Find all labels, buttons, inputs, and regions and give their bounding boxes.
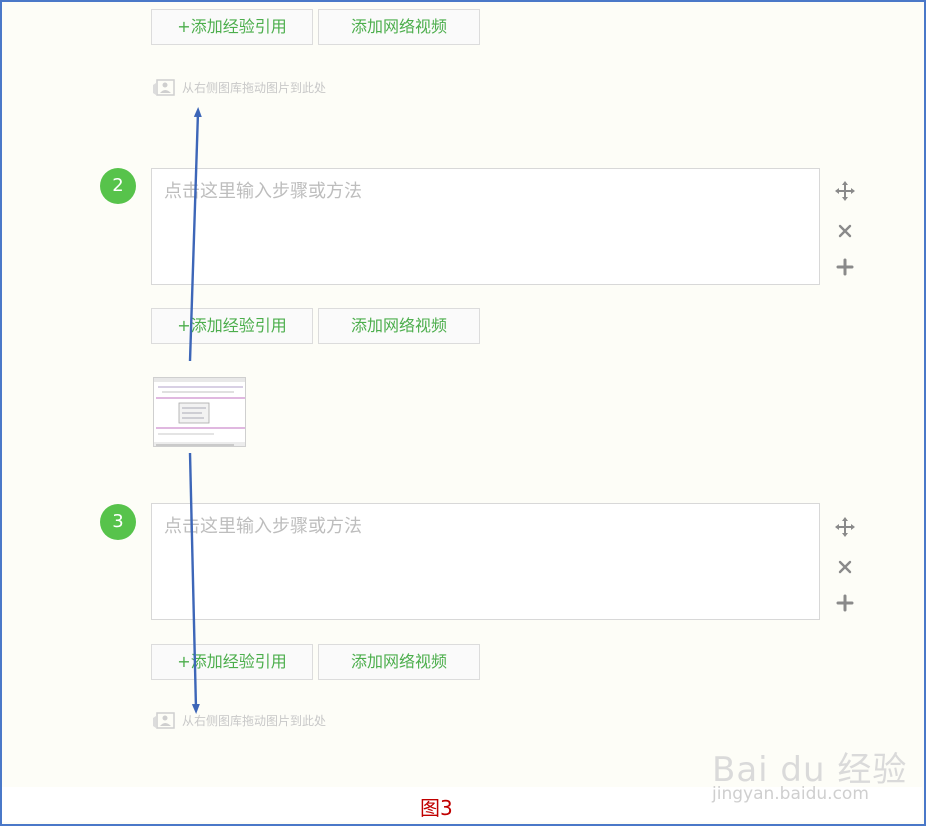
- watermark-url: jingyan.baidu.com: [712, 784, 869, 804]
- drop-hint-text: 从右侧图库拖动图片到此处: [182, 81, 327, 95]
- close-icon[interactable]: [833, 555, 857, 579]
- close-icon[interactable]: [833, 219, 857, 243]
- image-drop-zone[interactable]: 从右侧图库拖动图片到此处: [152, 78, 372, 98]
- drop-hint-text: 从右侧图库拖动图片到此处: [182, 714, 327, 728]
- add-web-video-button[interactable]: 添加网络视频: [318, 644, 480, 680]
- plus-icon[interactable]: [833, 591, 857, 615]
- step-description-input[interactable]: [151, 168, 820, 285]
- caption-band: [2, 787, 922, 822]
- image-icon: [153, 712, 175, 729]
- step-number-badge: 2: [100, 168, 136, 204]
- add-experience-citation-button[interactable]: +添加经验引用: [151, 308, 313, 344]
- image-icon: [153, 79, 175, 96]
- image-drop-zone[interactable]: 从右侧图库拖动图片到此处: [152, 711, 372, 731]
- step-description-input[interactable]: [151, 503, 820, 620]
- add-experience-citation-button[interactable]: +添加经验引用: [151, 9, 313, 45]
- add-web-video-button[interactable]: 添加网络视频: [318, 9, 480, 45]
- figure-caption: 图3: [420, 796, 453, 820]
- baidu-jingyan-watermark: Bai du 经验: [712, 750, 908, 790]
- move-icon[interactable]: [833, 179, 857, 203]
- step-number-badge: 3: [100, 504, 136, 540]
- move-icon[interactable]: [833, 515, 857, 539]
- add-web-video-button[interactable]: 添加网络视频: [318, 308, 480, 344]
- dragged-image-thumbnail[interactable]: [153, 377, 246, 447]
- add-experience-citation-button[interactable]: +添加经验引用: [151, 644, 313, 680]
- plus-icon[interactable]: [833, 255, 857, 279]
- screenshot-thumbnail: [154, 378, 245, 446]
